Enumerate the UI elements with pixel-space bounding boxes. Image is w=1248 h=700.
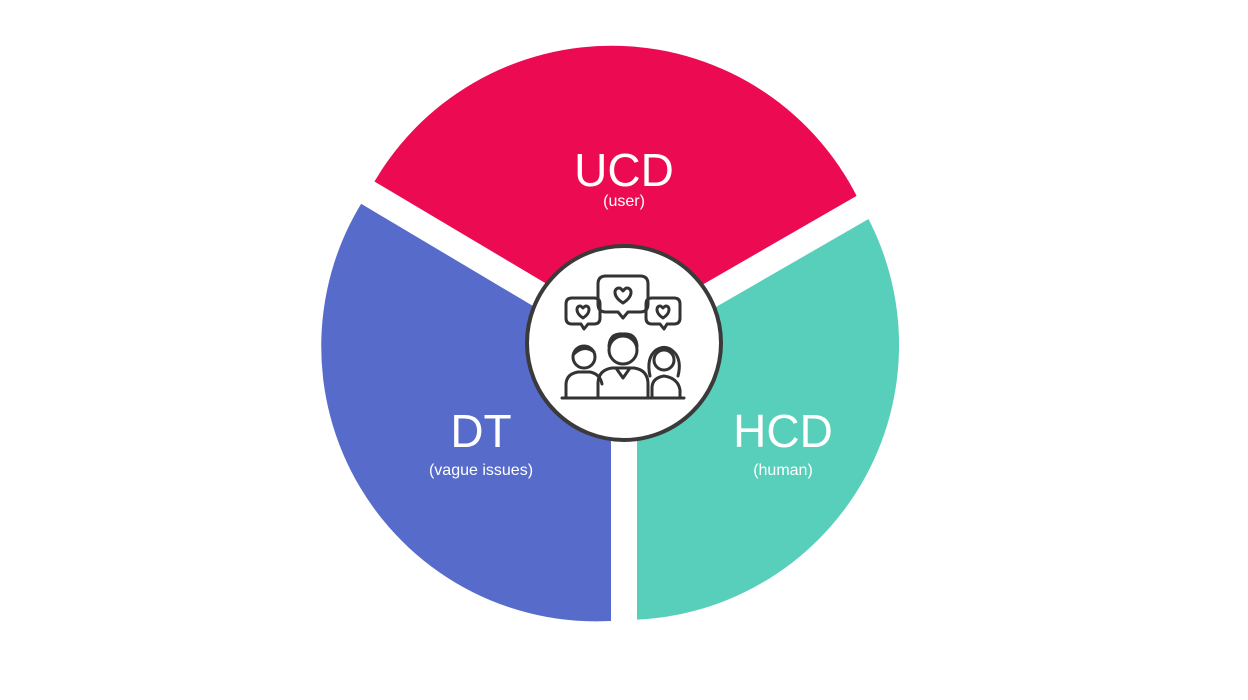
dt-subtitle: (vague issues) bbox=[429, 462, 533, 479]
hcd-title: HCD bbox=[733, 405, 833, 457]
dt-title: DT bbox=[450, 405, 511, 457]
people-with-heart-speech-bubbles-icon bbox=[560, 274, 686, 400]
ucd-subtitle: (user) bbox=[603, 193, 645, 210]
segment-dt bbox=[321, 192, 624, 622]
ucd-title: UCD bbox=[574, 144, 674, 196]
hcd-subtitle: (human) bbox=[753, 462, 813, 479]
center-circle bbox=[525, 244, 723, 442]
